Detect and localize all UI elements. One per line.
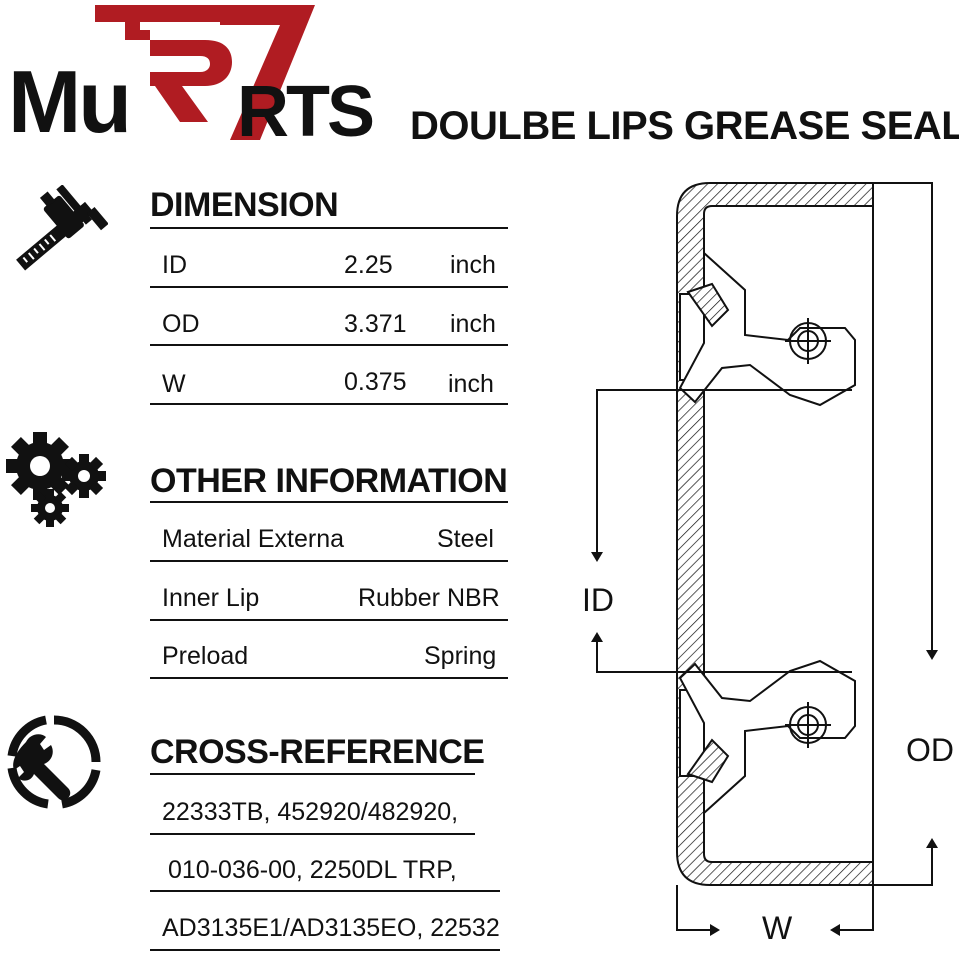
cross-ref-line-1: 22333TB, 452920/482920, [162, 798, 459, 826]
divider [150, 773, 475, 775]
divider [150, 949, 500, 951]
diagram-label-id: ID [582, 582, 614, 618]
wrench-icon [4, 712, 108, 817]
divider [150, 344, 508, 346]
diagram-label-od: OD [906, 732, 954, 768]
info-value-material: Steel [437, 525, 494, 553]
gears-icon [4, 432, 108, 537]
dim-value-od: 3.371 [344, 310, 407, 338]
dim-unit-w: inch [448, 370, 494, 398]
dim-label-w: W [162, 370, 186, 398]
info-label-inner-lip: Inner Lip [162, 584, 260, 612]
dim-value-id: 2.25 [344, 251, 393, 279]
divider [150, 501, 508, 503]
divider [150, 403, 508, 405]
divider [150, 833, 475, 835]
diagram-label-w: W [762, 910, 793, 946]
caliper-icon [8, 184, 109, 285]
logo-text-right: RTS [237, 72, 375, 152]
dim-value-w: 0.375 [344, 368, 407, 396]
dim-unit-od: inch [450, 310, 496, 338]
dim-unit-id: inch [450, 251, 496, 279]
info-value-preload: Spring [424, 642, 497, 670]
divider [150, 677, 508, 679]
dim-label-id: ID [162, 251, 187, 279]
divider [150, 619, 508, 621]
info-label-material: Material Externa [162, 525, 345, 553]
logo-text-left: Mu [8, 52, 132, 151]
info-label-preload: Preload [162, 642, 249, 670]
cross-ref-line-3: AD3135E1/AD3135EO, 22532 [162, 914, 500, 942]
brand-logo: Mu RTS [0, 0, 410, 160]
divider [150, 286, 508, 288]
dimension-title: DIMENSION [150, 186, 339, 224]
info-value-inner-lip: Rubber NBR [358, 584, 500, 612]
page-subtitle: DOULBE LIPS GREASE SEAL [410, 104, 959, 148]
divider [150, 227, 508, 229]
seal-cross-section-diagram: ID OD W [570, 170, 959, 953]
divider [150, 890, 500, 892]
other-info-title: OTHER INFORMATION [150, 462, 508, 500]
cross-ref-line-2: 010-036-00, 2250DL TRP, [168, 856, 457, 884]
cross-reference-title: CROSS-REFERENCE [150, 733, 485, 771]
logo-mark [95, 5, 315, 140]
divider [150, 560, 508, 562]
dim-label-od: OD [162, 310, 200, 338]
